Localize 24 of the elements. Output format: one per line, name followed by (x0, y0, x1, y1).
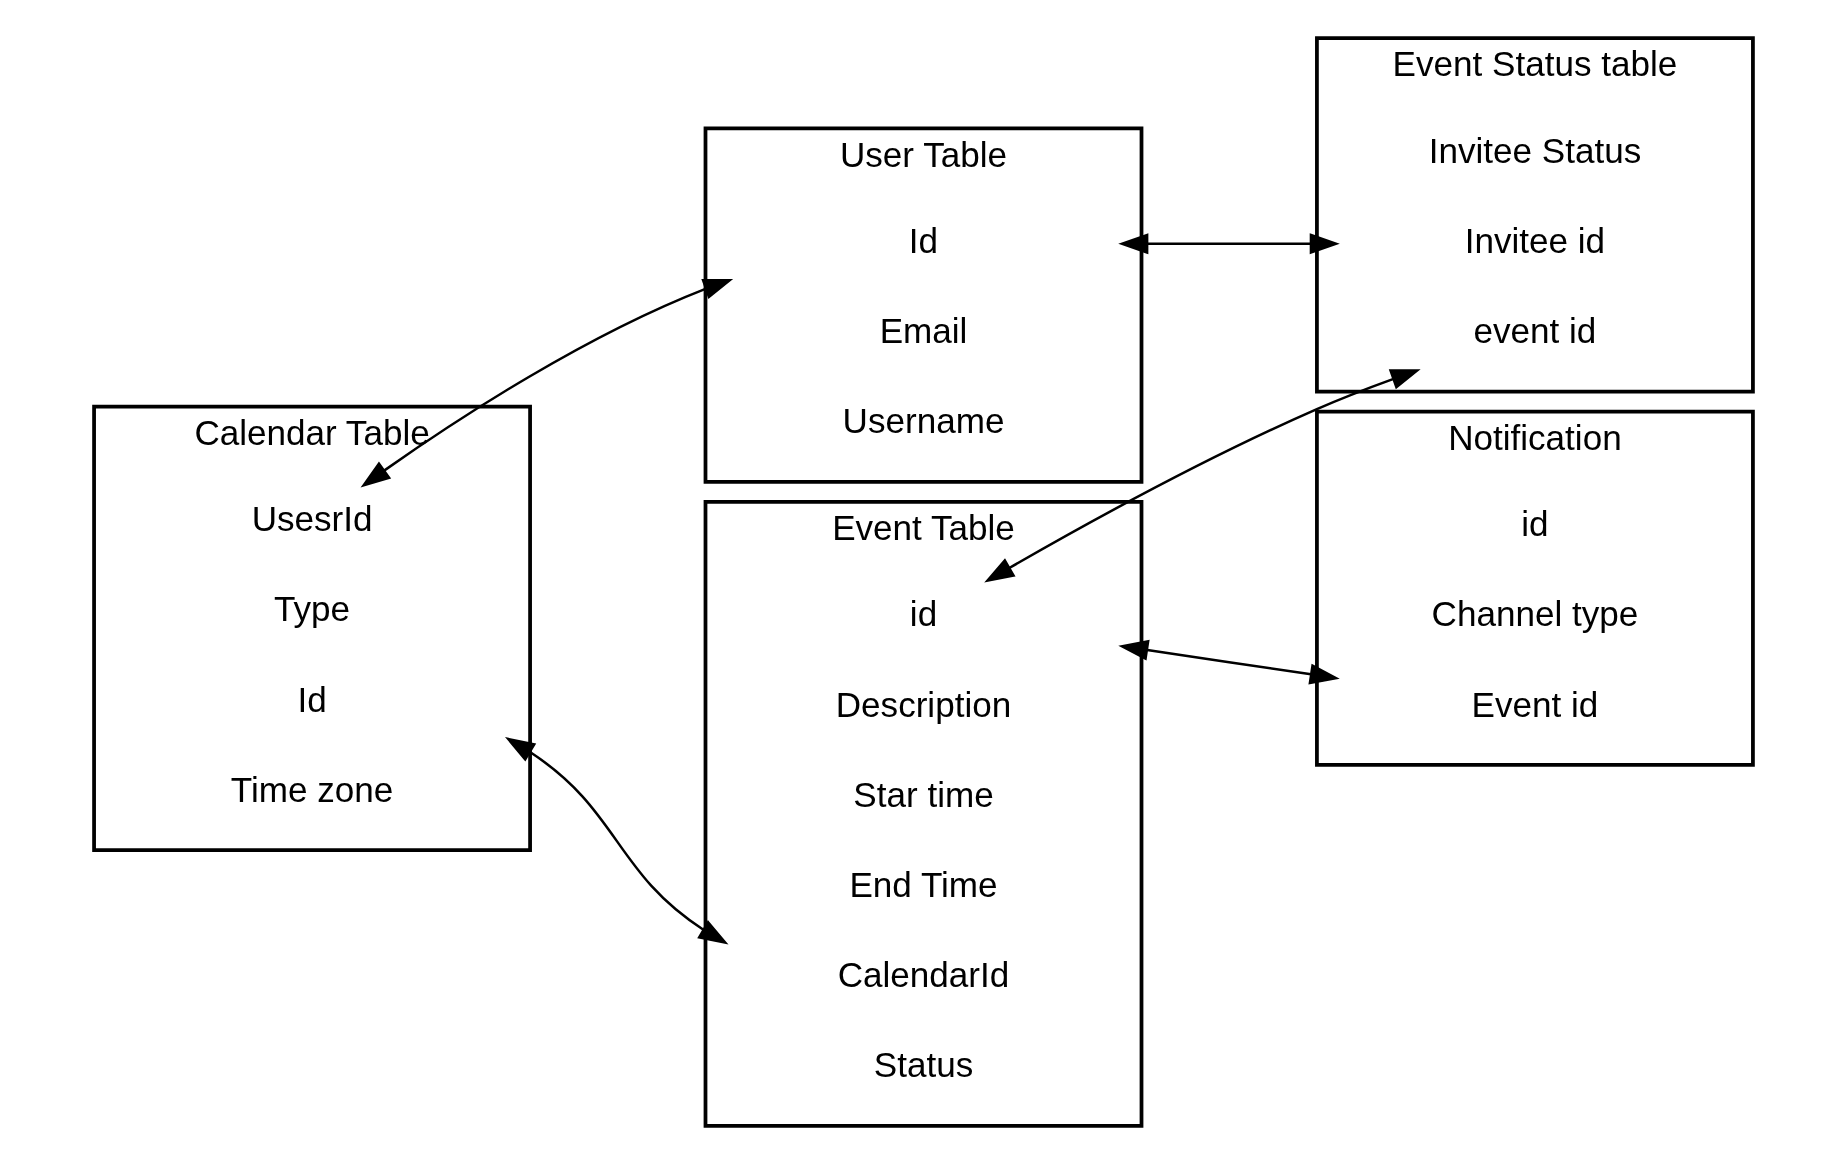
node-text: Invitee id (1464, 220, 1605, 260)
node-text: Username (842, 401, 1004, 441)
node-text: Star time (852, 774, 994, 814)
arrow (504, 737, 728, 945)
node-text: Status (873, 1045, 973, 1085)
node-text: id (1520, 504, 1549, 544)
arrow (983, 369, 1421, 583)
node-text: event id (1472, 311, 1596, 351)
arrow (1117, 639, 1340, 685)
node-text: Id (908, 220, 938, 260)
node-text: CalendarId (837, 955, 1009, 995)
node-text: id (909, 594, 937, 634)
node-text: Description (835, 684, 1011, 724)
node-text: Channel type (1431, 594, 1638, 634)
node-text: End Time (848, 864, 998, 904)
node-text: Email (879, 311, 967, 351)
arrow (1117, 233, 1340, 255)
node-text: Time zone (230, 769, 393, 809)
node-text: UsesrId (251, 499, 373, 539)
node-text: Type (273, 589, 350, 629)
arrow (360, 278, 733, 488)
node-text: Event id (1471, 684, 1598, 724)
node-text: Invitee Status (1428, 130, 1641, 170)
node-text: Id (296, 679, 327, 719)
